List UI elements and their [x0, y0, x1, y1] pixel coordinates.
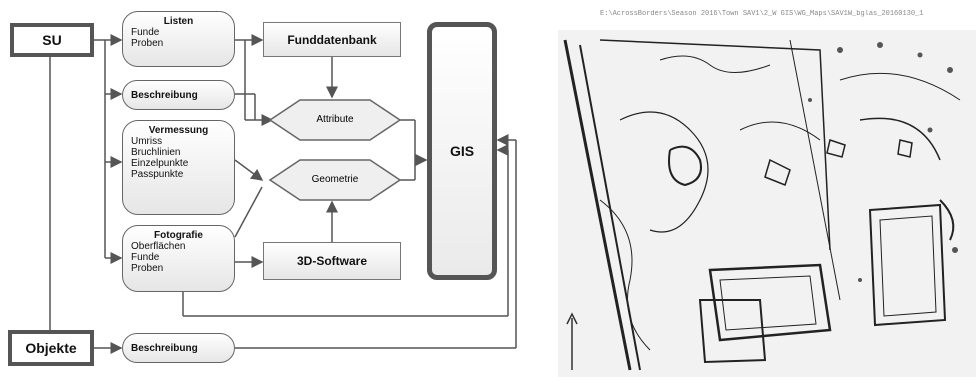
gis-label: GIS: [449, 143, 475, 159]
vermessung-item: Umriss: [131, 136, 163, 147]
vermessung-item: Bruchlinien: [131, 147, 181, 158]
attribute-label: Attribute: [316, 114, 354, 125]
vermessung-title: Vermessung: [148, 125, 209, 136]
vermessung-node: Vermessung Umriss Bruchlinien Einzelpunk…: [122, 120, 235, 215]
beschreibung-top-node: Beschreibung: [122, 80, 235, 110]
hillshade-image: [558, 30, 976, 377]
beschreibung-bottom-label: Beschreibung: [131, 342, 198, 354]
gis-node: GIS: [427, 22, 497, 280]
workflow-diagram: SU Objekte Listen Funde Proben Beschreib…: [8, 11, 517, 366]
beschreibung-bottom-node: Beschreibung: [122, 333, 235, 363]
listen-item: Funde: [131, 27, 160, 38]
fotografie-item: Proben: [131, 263, 164, 274]
3d-software-node: 3D-Software: [263, 242, 401, 280]
connector-lines: [49, 34, 517, 354]
fotografie-title: Fotografie: [154, 230, 203, 241]
3d-software-label: 3D-Software: [296, 254, 367, 268]
objekte-label: Objekte: [25, 340, 77, 356]
vermessung-item: Passpunkte: [131, 169, 184, 180]
listen-node: Listen Funde Proben: [122, 11, 235, 67]
fotografie-item: Oberflächen: [131, 241, 186, 252]
funddatenbank-node: Funddatenbank: [263, 22, 401, 57]
beschreibung-top-label: Beschreibung: [131, 89, 198, 101]
hillshade-map: [540, 0, 976, 377]
geometrie-diamond: [268, 159, 402, 201]
objekte-node: Objekte: [8, 330, 94, 366]
funddatenbank-label: Funddatenbank: [287, 32, 377, 47]
file-path-label: E:\AcrossBorders\Season 2016\Town SAV1\2…: [600, 10, 924, 18]
vermessung-item: Einzelpunkte: [131, 158, 189, 169]
su-node: SU: [10, 23, 94, 57]
geometrie-label: Geometrie: [311, 174, 359, 185]
su-label: SU: [42, 32, 62, 48]
fotografie-node: Fotografie Oberflächen Funde Proben: [122, 225, 235, 292]
fotografie-item: Funde: [131, 252, 160, 263]
listen-title: Listen: [163, 16, 194, 27]
attribute-diamond: [268, 99, 402, 141]
listen-item: Proben: [131, 38, 164, 49]
